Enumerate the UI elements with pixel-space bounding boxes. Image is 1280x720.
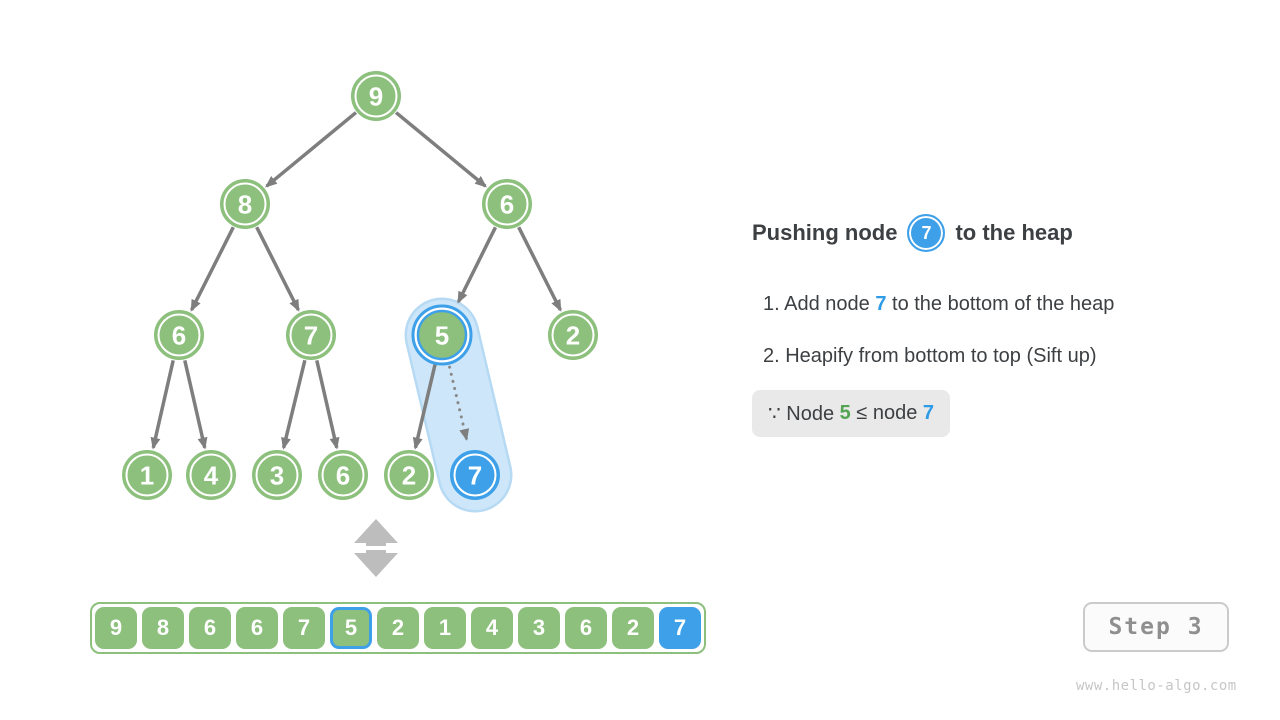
- step-1-text: 1. Add node 7 to the bottom of the heap: [763, 293, 1114, 316]
- note-pre: ∵ Node: [768, 403, 840, 425]
- tree-node-7: 7: [286, 310, 336, 360]
- step-1-post: to the bottom of the heap: [886, 293, 1115, 315]
- array-cell: 3: [518, 607, 560, 649]
- step-1-highlight: 7: [875, 293, 887, 315]
- array-cell: 2: [612, 607, 654, 649]
- tree-node-6: 6: [318, 450, 368, 500]
- tree-edge: [412, 359, 438, 450]
- swap-vertical-icon: [354, 519, 398, 577]
- tree-edge: [315, 359, 340, 450]
- tree-node-7: 7: [450, 450, 500, 500]
- node-value: 6: [336, 460, 350, 490]
- node-value: 9: [369, 81, 383, 111]
- array-cell: 8: [142, 607, 184, 649]
- note-mid: ≤ node: [850, 402, 923, 424]
- tree-edge: [281, 359, 307, 450]
- array-cell: 6: [565, 607, 607, 649]
- comparison-note: ∵ Node 5 ≤ node 7: [752, 390, 951, 437]
- step-1-pre: 1. Add node: [763, 293, 876, 315]
- step-2-text: 2. Heapify from bottom to top (Sift up): [763, 345, 1096, 368]
- node-value: 8: [238, 189, 252, 219]
- tree-edge: [183, 359, 208, 450]
- tree-edge: [517, 226, 562, 312]
- node-value: 5: [435, 320, 449, 350]
- node-value: 6: [172, 320, 186, 350]
- node-value: 2: [402, 460, 416, 490]
- explanation-panel: Pushing node 7 to the heap 1. Add node 7…: [752, 212, 1252, 462]
- note-value-7: 7: [922, 402, 935, 424]
- array-cell: 1: [424, 607, 466, 649]
- array-cell: 7: [659, 607, 701, 649]
- node-7-badge: 7: [907, 214, 946, 252]
- watermark-url: www.hello-algo.com: [1076, 678, 1237, 694]
- node-value: 7: [304, 320, 318, 350]
- tree-edge: [265, 111, 358, 188]
- tree-node-9: 9: [351, 71, 401, 121]
- node-value: 6: [500, 189, 514, 219]
- sift-up-dotted-arrow: [448, 365, 470, 441]
- array-cell: 2: [377, 607, 419, 649]
- node-value: 3: [270, 460, 284, 490]
- panel-title: Pushing node 7 to the heap: [752, 212, 1252, 254]
- tree-nodes: 9 8 6 6 7 5 2 1 4 3 6 2 7: [122, 71, 598, 500]
- node-value: 4: [204, 460, 219, 490]
- array-cell: 6: [189, 607, 231, 649]
- tree-node-2: 2: [384, 450, 434, 500]
- tree-edge: [150, 359, 175, 450]
- tree-node-6: 6: [154, 310, 204, 360]
- tree-node-1: 1: [122, 450, 172, 500]
- tree-edges: [150, 111, 562, 450]
- tree-node-4: 4: [186, 450, 236, 500]
- tree-node-2: 2: [548, 310, 598, 360]
- tree-node-6: 6: [482, 179, 532, 229]
- array-cell: 4: [471, 607, 513, 649]
- tree-node-3: 3: [252, 450, 302, 500]
- tree-edge: [255, 226, 300, 312]
- array-cell: 9: [95, 607, 137, 649]
- note-value-5: 5: [839, 402, 851, 424]
- title-text-pre: Pushing node: [752, 220, 898, 245]
- array-cell: 7: [283, 607, 325, 649]
- heap-tree-diagram: 9 8 6 6 7 5 2 1 4 3 6 2 7: [122, 71, 598, 577]
- step-counter-button[interactable]: Step 3: [1083, 602, 1229, 652]
- tree-edge: [394, 111, 487, 188]
- step-2-pre: 2. Heapify from bottom to top (Sift up): [763, 345, 1097, 367]
- tree-edge: [456, 226, 498, 304]
- node-value: 1: [140, 460, 154, 490]
- tree-node-5: 5: [411, 304, 473, 366]
- node-value: 7: [468, 460, 482, 490]
- array-cell: 6: [236, 607, 278, 649]
- node-value: 2: [566, 320, 580, 350]
- tree-node-8: 8: [220, 179, 270, 229]
- array-cell: 5: [330, 607, 372, 649]
- tree-edge: [190, 226, 235, 312]
- title-text-post: to the heap: [955, 220, 1073, 245]
